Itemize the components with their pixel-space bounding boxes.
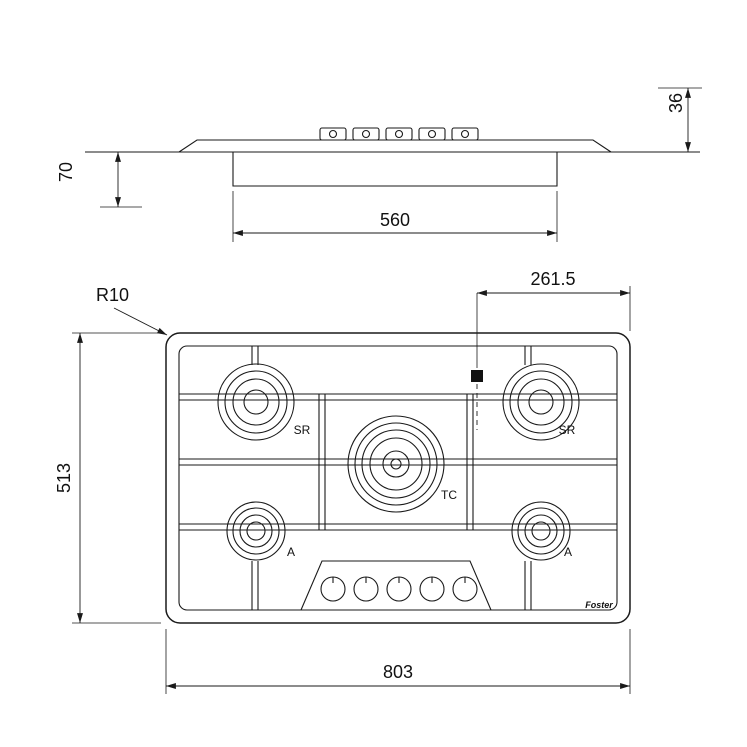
burner-label-sr-right: SR xyxy=(559,423,576,437)
brand-logo: Foster xyxy=(585,600,613,610)
hob-recess-box xyxy=(232,152,558,187)
burner-auxiliary-bottom-left xyxy=(226,501,286,561)
burner-triple-crown-center xyxy=(347,415,445,513)
grate-bars-vertical xyxy=(251,346,532,610)
dimension-803-text: 803 xyxy=(383,662,413,682)
hob-profile xyxy=(177,139,613,153)
side-knobs xyxy=(319,127,479,141)
plan-knob xyxy=(386,576,412,602)
side-knob xyxy=(352,127,380,141)
inlet-square xyxy=(471,370,483,382)
control-panel-recess xyxy=(300,560,492,611)
side-knob xyxy=(319,127,347,141)
dimension-70-text: 70 xyxy=(56,162,76,182)
plan-knob xyxy=(353,576,379,602)
dimension-261-5: 261.5 xyxy=(477,269,631,331)
dimension-513-text: 513 xyxy=(54,463,74,493)
burner-semirapid-top-left xyxy=(217,363,295,441)
dimension-560: 560 xyxy=(232,191,558,242)
burner-label-a-right: A xyxy=(564,545,572,559)
side-knob xyxy=(385,127,413,141)
dimension-r10: R10 xyxy=(96,285,168,336)
central-grate-frame xyxy=(318,394,474,530)
burner-label-a-left: A xyxy=(287,545,295,559)
dimension-36-text: 36 xyxy=(666,93,686,113)
dimension-36: 36 xyxy=(658,87,702,152)
inlet-position-marker xyxy=(471,293,483,430)
side-knob xyxy=(451,127,479,141)
grate-bars-horizontal xyxy=(179,393,617,531)
dimension-261-5-text: 261.5 xyxy=(530,269,575,289)
burner-semirapid-top-right xyxy=(502,363,580,441)
plan-knob xyxy=(419,576,445,602)
burner-auxiliary-bottom-right xyxy=(511,501,571,561)
hob-inner-edge xyxy=(178,345,618,611)
hob-outer-edge xyxy=(165,332,631,624)
dimension-560-text: 560 xyxy=(380,210,410,230)
burner-label-sr-left: SR xyxy=(294,423,311,437)
plan-knob xyxy=(320,576,346,602)
side-elevation-view: 70 36 560 xyxy=(56,87,702,242)
dimension-r10-text: R10 xyxy=(96,285,129,305)
dimension-70: 70 xyxy=(56,152,142,208)
plan-knobs xyxy=(320,576,478,602)
burner-label-tc: TC xyxy=(441,488,457,502)
plan-knob xyxy=(452,576,478,602)
side-knob xyxy=(418,127,446,141)
dimension-803: 803 xyxy=(165,629,631,694)
plan-view: SR SR TC A A xyxy=(54,269,631,694)
dimension-513: 513 xyxy=(54,332,161,624)
